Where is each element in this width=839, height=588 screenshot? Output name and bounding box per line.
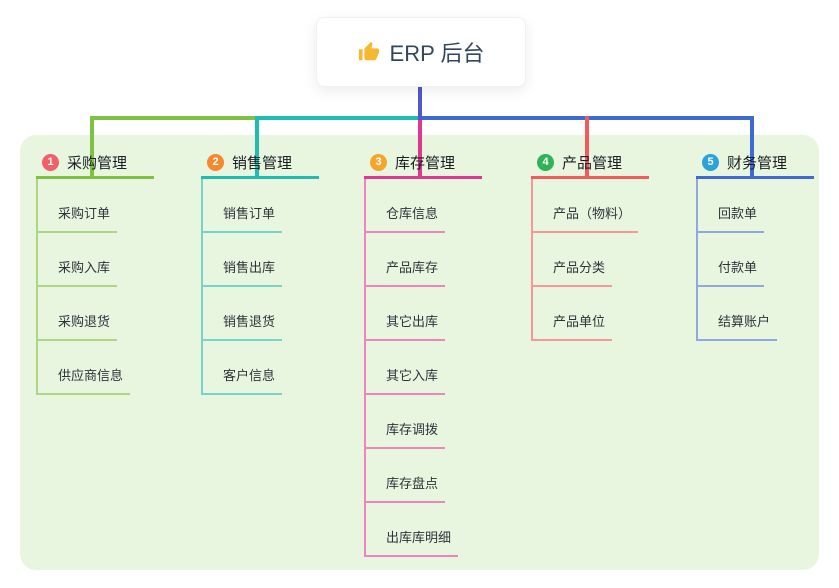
branch-title: 财务管理 [727,155,788,172]
branch-product[interactable]: 4 产品管理 [531,149,649,179]
root-node-title: ERP 后台 [389,41,485,66]
leaf-node[interactable]: 产品库存 [366,233,446,287]
connector-drop-inventory [418,118,422,179]
thumbs-up-icon [358,41,379,61]
connector-trunk-line [418,84,422,120]
connector-horizontal-purchase [90,116,259,120]
leaf-node[interactable]: 其它入库 [366,341,446,395]
branch-sales[interactable]: 2 销售管理 [201,149,319,179]
leaf-node[interactable]: 仓库信息 [366,179,446,233]
leaf-node[interactable]: 其它出库 [366,287,446,341]
leaf-node[interactable]: 采购入库 [38,233,118,287]
leaf-list-finance: 回款单 付款单 结算账户 [696,179,778,341]
leaf-node[interactable]: 产品（物料） [533,179,639,233]
leaf-list-purchase: 采购订单 采购入库 采购退货 供应商信息 [36,179,131,395]
connector-horizontal-sales [255,116,422,120]
branch-title: 库存管理 [395,155,456,172]
branch-badge: 1 [42,154,59,171]
branch-badge: 3 [370,154,387,171]
leaf-node[interactable]: 销售退货 [203,287,283,341]
leaf-node[interactable]: 采购订单 [38,179,118,233]
leaf-node[interactable]: 库存盘点 [366,449,446,503]
branch-badge: 5 [702,154,719,171]
branch-title: 采购管理 [67,155,128,172]
leaf-node[interactable]: 库存调拨 [366,395,446,449]
branch-badge: 2 [207,154,224,171]
leaf-node[interactable]: 出库库明细 [366,503,459,557]
branch-title: 销售管理 [232,155,293,172]
leaf-list-sales: 销售订单 销售出库 销售退货 客户信息 [201,179,283,395]
root-node[interactable]: ERP 后台 [316,17,526,87]
leaf-node[interactable]: 产品分类 [533,233,613,287]
connector-drop-sales [255,116,259,179]
mindmap-panel [20,135,819,570]
leaf-node[interactable]: 采购退货 [38,287,118,341]
connector-drop-purchase [90,116,94,179]
connector-drop-finance [750,116,754,179]
leaf-node[interactable]: 销售订单 [203,179,283,233]
leaf-node[interactable]: 产品单位 [533,287,613,341]
leaf-list-inventory: 仓库信息 产品库存 其它出库 其它入库 库存调拨 库存盘点 出库库明细 [364,179,459,557]
branch-finance[interactable]: 5 财务管理 [696,149,814,179]
leaf-node[interactable]: 回款单 [698,179,765,233]
connector-drop-product [585,116,589,179]
leaf-node[interactable]: 付款单 [698,233,765,287]
branch-badge: 4 [537,154,554,171]
leaf-node[interactable]: 结算账户 [698,287,778,341]
branch-purchase[interactable]: 1 采购管理 [36,149,154,179]
leaf-node[interactable]: 供应商信息 [38,341,131,395]
leaf-node[interactable]: 销售出库 [203,233,283,287]
leaf-list-product: 产品（物料） 产品分类 产品单位 [531,179,639,341]
leaf-node[interactable]: 客户信息 [203,341,283,395]
branch-title: 产品管理 [562,155,623,172]
branch-inventory[interactable]: 3 库存管理 [364,149,482,179]
